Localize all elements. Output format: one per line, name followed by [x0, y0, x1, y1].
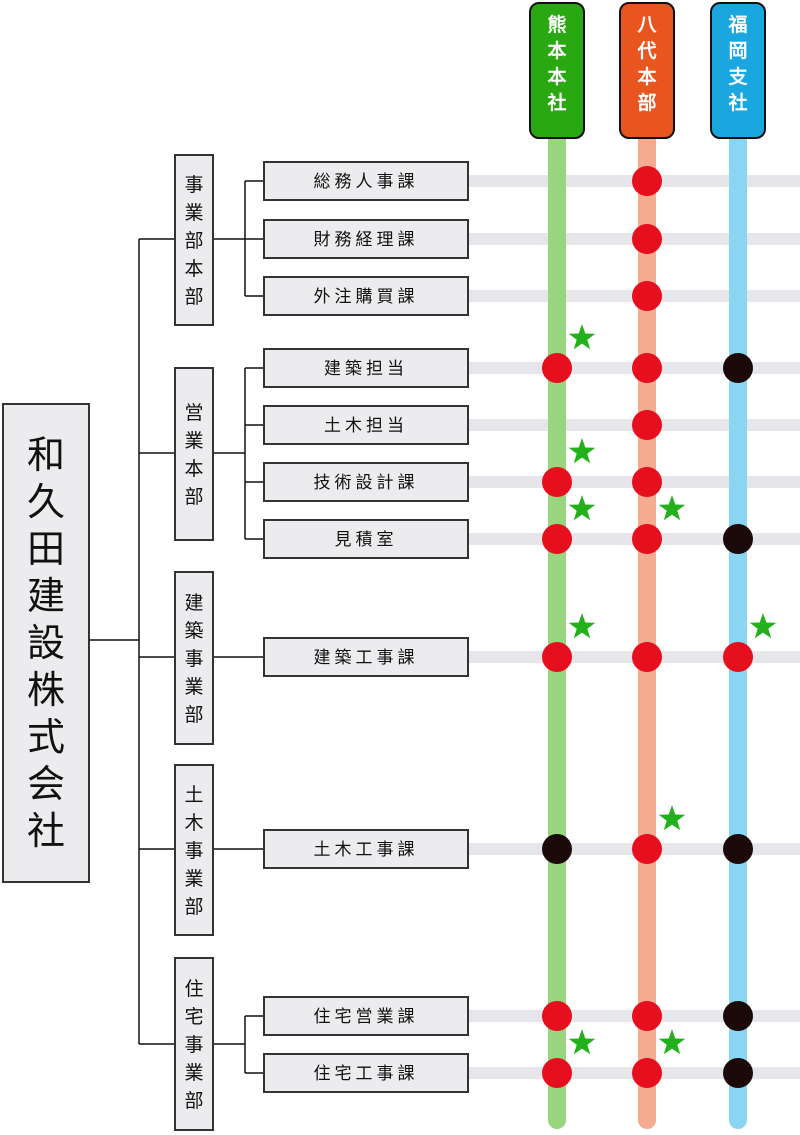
presence-dot-yatsushiro	[632, 353, 662, 383]
division-box	[174, 957, 214, 1131]
department-box	[263, 348, 469, 388]
star-icon	[568, 324, 596, 350]
division-box	[174, 571, 214, 745]
office-name: 熊本本社	[546, 13, 566, 114]
presence-dot-kumamoto	[542, 834, 572, 864]
department-box	[263, 276, 469, 316]
presence-dot-kumamoto	[542, 642, 572, 672]
presence-dot-kumamoto	[542, 353, 572, 383]
division-name: 住宅事業部	[184, 978, 203, 1112]
company-name: 和久田建設株式会社	[27, 433, 65, 853]
presence-dot-kumamoto	[542, 467, 572, 497]
presence-dot-fukuoka	[723, 1058, 753, 1088]
department-name: 総務人事課	[314, 172, 419, 192]
presence-dot-yatsushiro	[632, 1001, 662, 1031]
division-name: 土木事業部	[184, 784, 203, 918]
star-icon	[658, 1029, 686, 1055]
department-box	[263, 462, 469, 502]
presence-dot-fukuoka	[723, 524, 753, 554]
office-name: 福岡支社	[727, 13, 748, 114]
office-header-kumamoto	[529, 2, 585, 139]
presence-dot-yatsushiro	[632, 1058, 662, 1088]
office-header-yatsushiro	[619, 2, 675, 139]
department-box	[263, 219, 469, 259]
presence-dot-fukuoka	[723, 353, 753, 383]
star-icon	[568, 438, 596, 464]
division-name: 建築事業部	[184, 592, 203, 726]
presence-dot-kumamoto	[542, 1058, 572, 1088]
department-box	[263, 161, 469, 201]
department-name: 建築工事課	[314, 648, 419, 668]
star-icon	[658, 495, 686, 521]
star-icon	[568, 1029, 596, 1055]
presence-dot-yatsushiro	[632, 281, 662, 311]
presence-dots	[542, 166, 753, 1088]
presence-dot-yatsushiro	[632, 166, 662, 196]
department-box	[263, 829, 469, 869]
division-name: 事業部本部	[184, 174, 203, 308]
company-box: 和久田建設株式会社	[2, 403, 90, 883]
presence-dot-fukuoka	[723, 642, 753, 672]
department-name: 建築担当	[324, 359, 408, 379]
department-boxes: 総務人事課財務経理課外注購買課建築担当土木担当技術設計課見積室建築工事課土木工事…	[263, 161, 469, 1093]
presence-dot-yatsushiro	[632, 467, 662, 497]
department-box	[263, 996, 469, 1036]
presence-dot-yatsushiro	[632, 834, 662, 864]
presence-dot-yatsushiro	[632, 224, 662, 254]
presence-dot-yatsushiro	[632, 410, 662, 440]
star-icon	[658, 805, 686, 831]
department-box	[263, 1053, 469, 1093]
division-name: 営業本部	[184, 402, 203, 508]
presence-dot-fukuoka	[723, 834, 753, 864]
department-name: 住宅工事課	[314, 1064, 419, 1084]
department-name: 外注購買課	[314, 287, 419, 307]
department-name: 土木工事課	[314, 840, 419, 860]
star-icon	[568, 495, 596, 521]
star-icon	[749, 613, 777, 639]
presence-dot-yatsushiro	[632, 524, 662, 554]
department-box	[263, 405, 469, 445]
presence-dot-kumamoto	[542, 524, 572, 554]
office-headers: 熊本本社 八代本部 福岡支社	[529, 2, 766, 139]
division-box	[174, 154, 214, 326]
department-name: 土木担当	[324, 416, 408, 436]
star-markers	[568, 324, 777, 1055]
department-box	[263, 519, 469, 559]
connectors	[89, 180, 264, 1074]
presence-dot-yatsushiro	[632, 642, 662, 672]
presence-dot-kumamoto	[542, 1001, 572, 1031]
office-header-fukuoka	[710, 2, 766, 139]
office-name: 八代本部	[636, 14, 657, 114]
department-name: 財務経理課	[314, 230, 419, 250]
presence-dot-fukuoka	[723, 1001, 753, 1031]
department-name: 技術設計課	[314, 473, 419, 493]
row-lines	[464, 175, 800, 1079]
star-icon	[568, 613, 596, 639]
department-name: 見積室	[335, 530, 398, 550]
company-box-frame	[2, 403, 90, 883]
department-name: 住宅営業課	[314, 1007, 419, 1027]
division-box	[174, 764, 214, 936]
department-box	[263, 637, 469, 677]
division-box	[174, 367, 214, 541]
